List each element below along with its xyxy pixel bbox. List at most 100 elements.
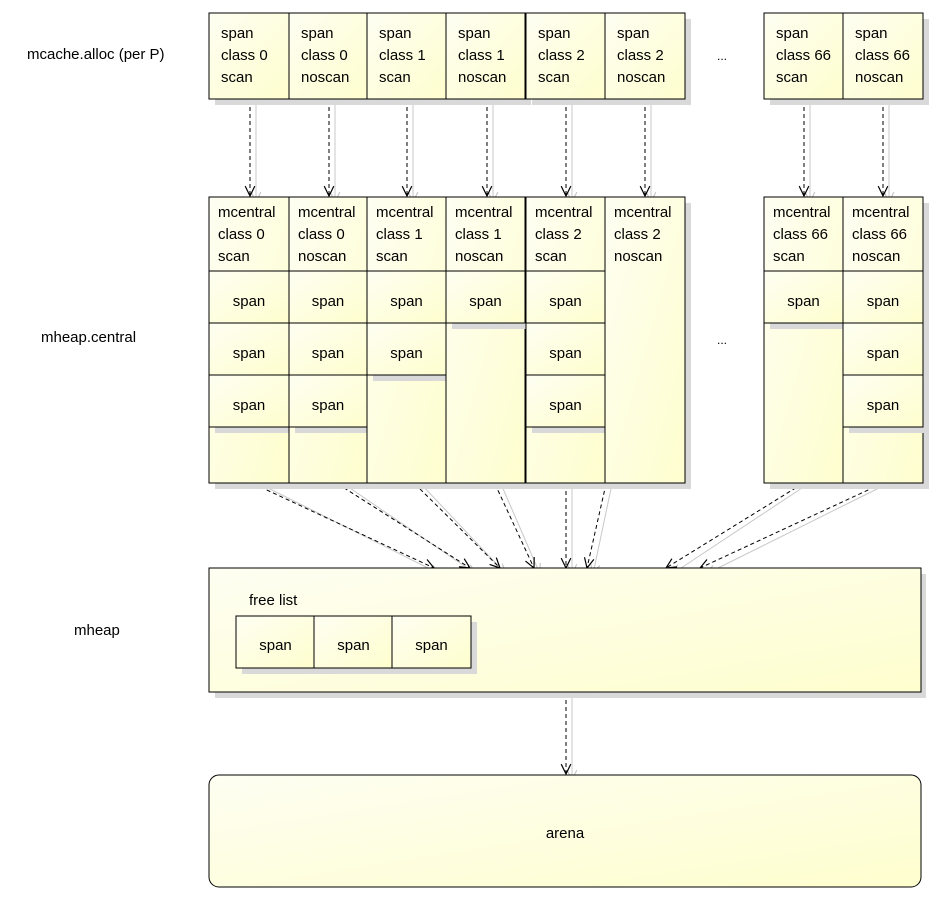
dependency-arrow: [481, 100, 499, 204]
mcache-span-text: class 0: [301, 47, 348, 64]
mcentral-span-box: [525, 374, 606, 428]
free-span-box: [391, 615, 472, 669]
mcache-span-text: class 66: [855, 47, 910, 64]
mcache-span-text: span: [538, 25, 571, 42]
mcache-span-text: span: [221, 25, 254, 42]
mcache-span-text: span: [776, 25, 809, 42]
mcentral-label-text: class 1: [376, 226, 423, 243]
mcentral-span-text: span: [312, 397, 345, 414]
mcentral-span-text: span: [233, 345, 266, 362]
mcentral-label-text: noscan: [852, 248, 900, 265]
mcache-span-text: span: [458, 25, 491, 42]
mcentral-label-text: scan: [773, 248, 805, 265]
mcache-span-text: scan: [379, 69, 411, 86]
mcentral-span-box: [208, 374, 290, 428]
mcache-span-text: scan: [538, 69, 570, 86]
mcentral-span-box: [366, 322, 447, 376]
mcache-span-box: [445, 12, 526, 100]
mcache-span-text: span: [301, 25, 334, 42]
mcentral-label-text: class 1: [455, 226, 502, 243]
mcache-span-text: noscan: [458, 69, 506, 86]
mcache-span: span class 0 noscan: [288, 12, 368, 100]
mcentral-label-text: class 66: [773, 226, 828, 243]
free-list-label: free list: [249, 592, 298, 609]
mcentral-label-text: scan: [535, 248, 567, 265]
dependency-arrow: [664, 483, 809, 575]
mcache-span-box: [842, 12, 924, 100]
free-span-text: span: [337, 637, 370, 654]
mcache-span-box: [763, 12, 844, 100]
dependency-arrow: [639, 100, 657, 204]
mcentral-span-text: span: [867, 293, 900, 310]
arena-group: arena: [208, 774, 922, 888]
mcentral-box: [604, 196, 686, 484]
mcentral-label-text: mcentral: [218, 204, 276, 221]
mcentral-span-text: span: [549, 345, 582, 362]
mcache-span-box: [288, 12, 368, 100]
dependency-arrow: [337, 483, 478, 575]
dependency-arrow: [244, 100, 262, 204]
mcache-span-box: [604, 12, 686, 100]
mcentral-span-box: [842, 374, 924, 428]
arena-box: [208, 774, 922, 888]
mcentral-label-text: class 2: [535, 226, 582, 243]
mcentral-span-text: span: [469, 293, 502, 310]
dependency-arrow: [401, 100, 419, 204]
mcentral-ellipsis: ...: [717, 333, 727, 347]
mcache-span-text: class 66: [776, 47, 831, 64]
mcentral-label-text: scan: [218, 248, 250, 265]
mcache-span-text: scan: [776, 69, 808, 86]
mcentral-span-text: span: [390, 293, 423, 310]
mcache-span-text: span: [617, 25, 650, 42]
mcache-span-text: span: [379, 25, 412, 42]
mcentral-label-text: class 0: [218, 226, 265, 243]
mcache-span-text: class 2: [538, 47, 585, 64]
mheap-row-label: mheap: [74, 622, 120, 639]
mcentral-span-text: span: [390, 345, 423, 362]
dependency-arrow: [877, 100, 895, 204]
mcentral-label-text: class 2: [614, 226, 661, 243]
mcache-span-text: noscan: [301, 69, 349, 86]
mcentral-label-text: mcentral: [614, 204, 672, 221]
mcache-row-label: mcache.alloc (per P): [27, 46, 165, 63]
mcache-span-box: [366, 12, 447, 100]
mcentral-span-text: span: [233, 293, 266, 310]
free-span-text: span: [415, 637, 448, 654]
mcache-span: span class 1 scan: [366, 12, 447, 100]
mcentral-label-text: mcentral: [773, 204, 831, 221]
mcentral-span-text: span: [233, 397, 266, 414]
mcache-span-box: [208, 12, 290, 100]
mcache-span-text: class 2: [617, 47, 664, 64]
mcache-span-text: noscan: [855, 69, 903, 86]
dependency-arrow: [494, 483, 541, 576]
mcentral-label-text: mcentral: [535, 204, 593, 221]
mcentral-span-text: span: [312, 293, 345, 310]
mcentral-label-text: mcentral: [298, 204, 356, 221]
mcentral-span-box: [288, 374, 368, 428]
mcentral-label-text: class 66: [852, 226, 907, 243]
mcentral-column: mcentral class 0 scan span span span: [208, 196, 295, 484]
mcache-span-text: class 1: [379, 47, 426, 64]
mcentral-label-text: noscan: [298, 248, 346, 265]
mcentral-span-text: span: [312, 345, 345, 362]
dependency-arrow: [560, 693, 578, 782]
mcentral-row-label: mheap.central: [41, 329, 136, 346]
mcache-span-text: scan: [221, 69, 253, 86]
dependency-arrow: [583, 483, 613, 576]
mcentral-span-text: span: [867, 345, 900, 362]
